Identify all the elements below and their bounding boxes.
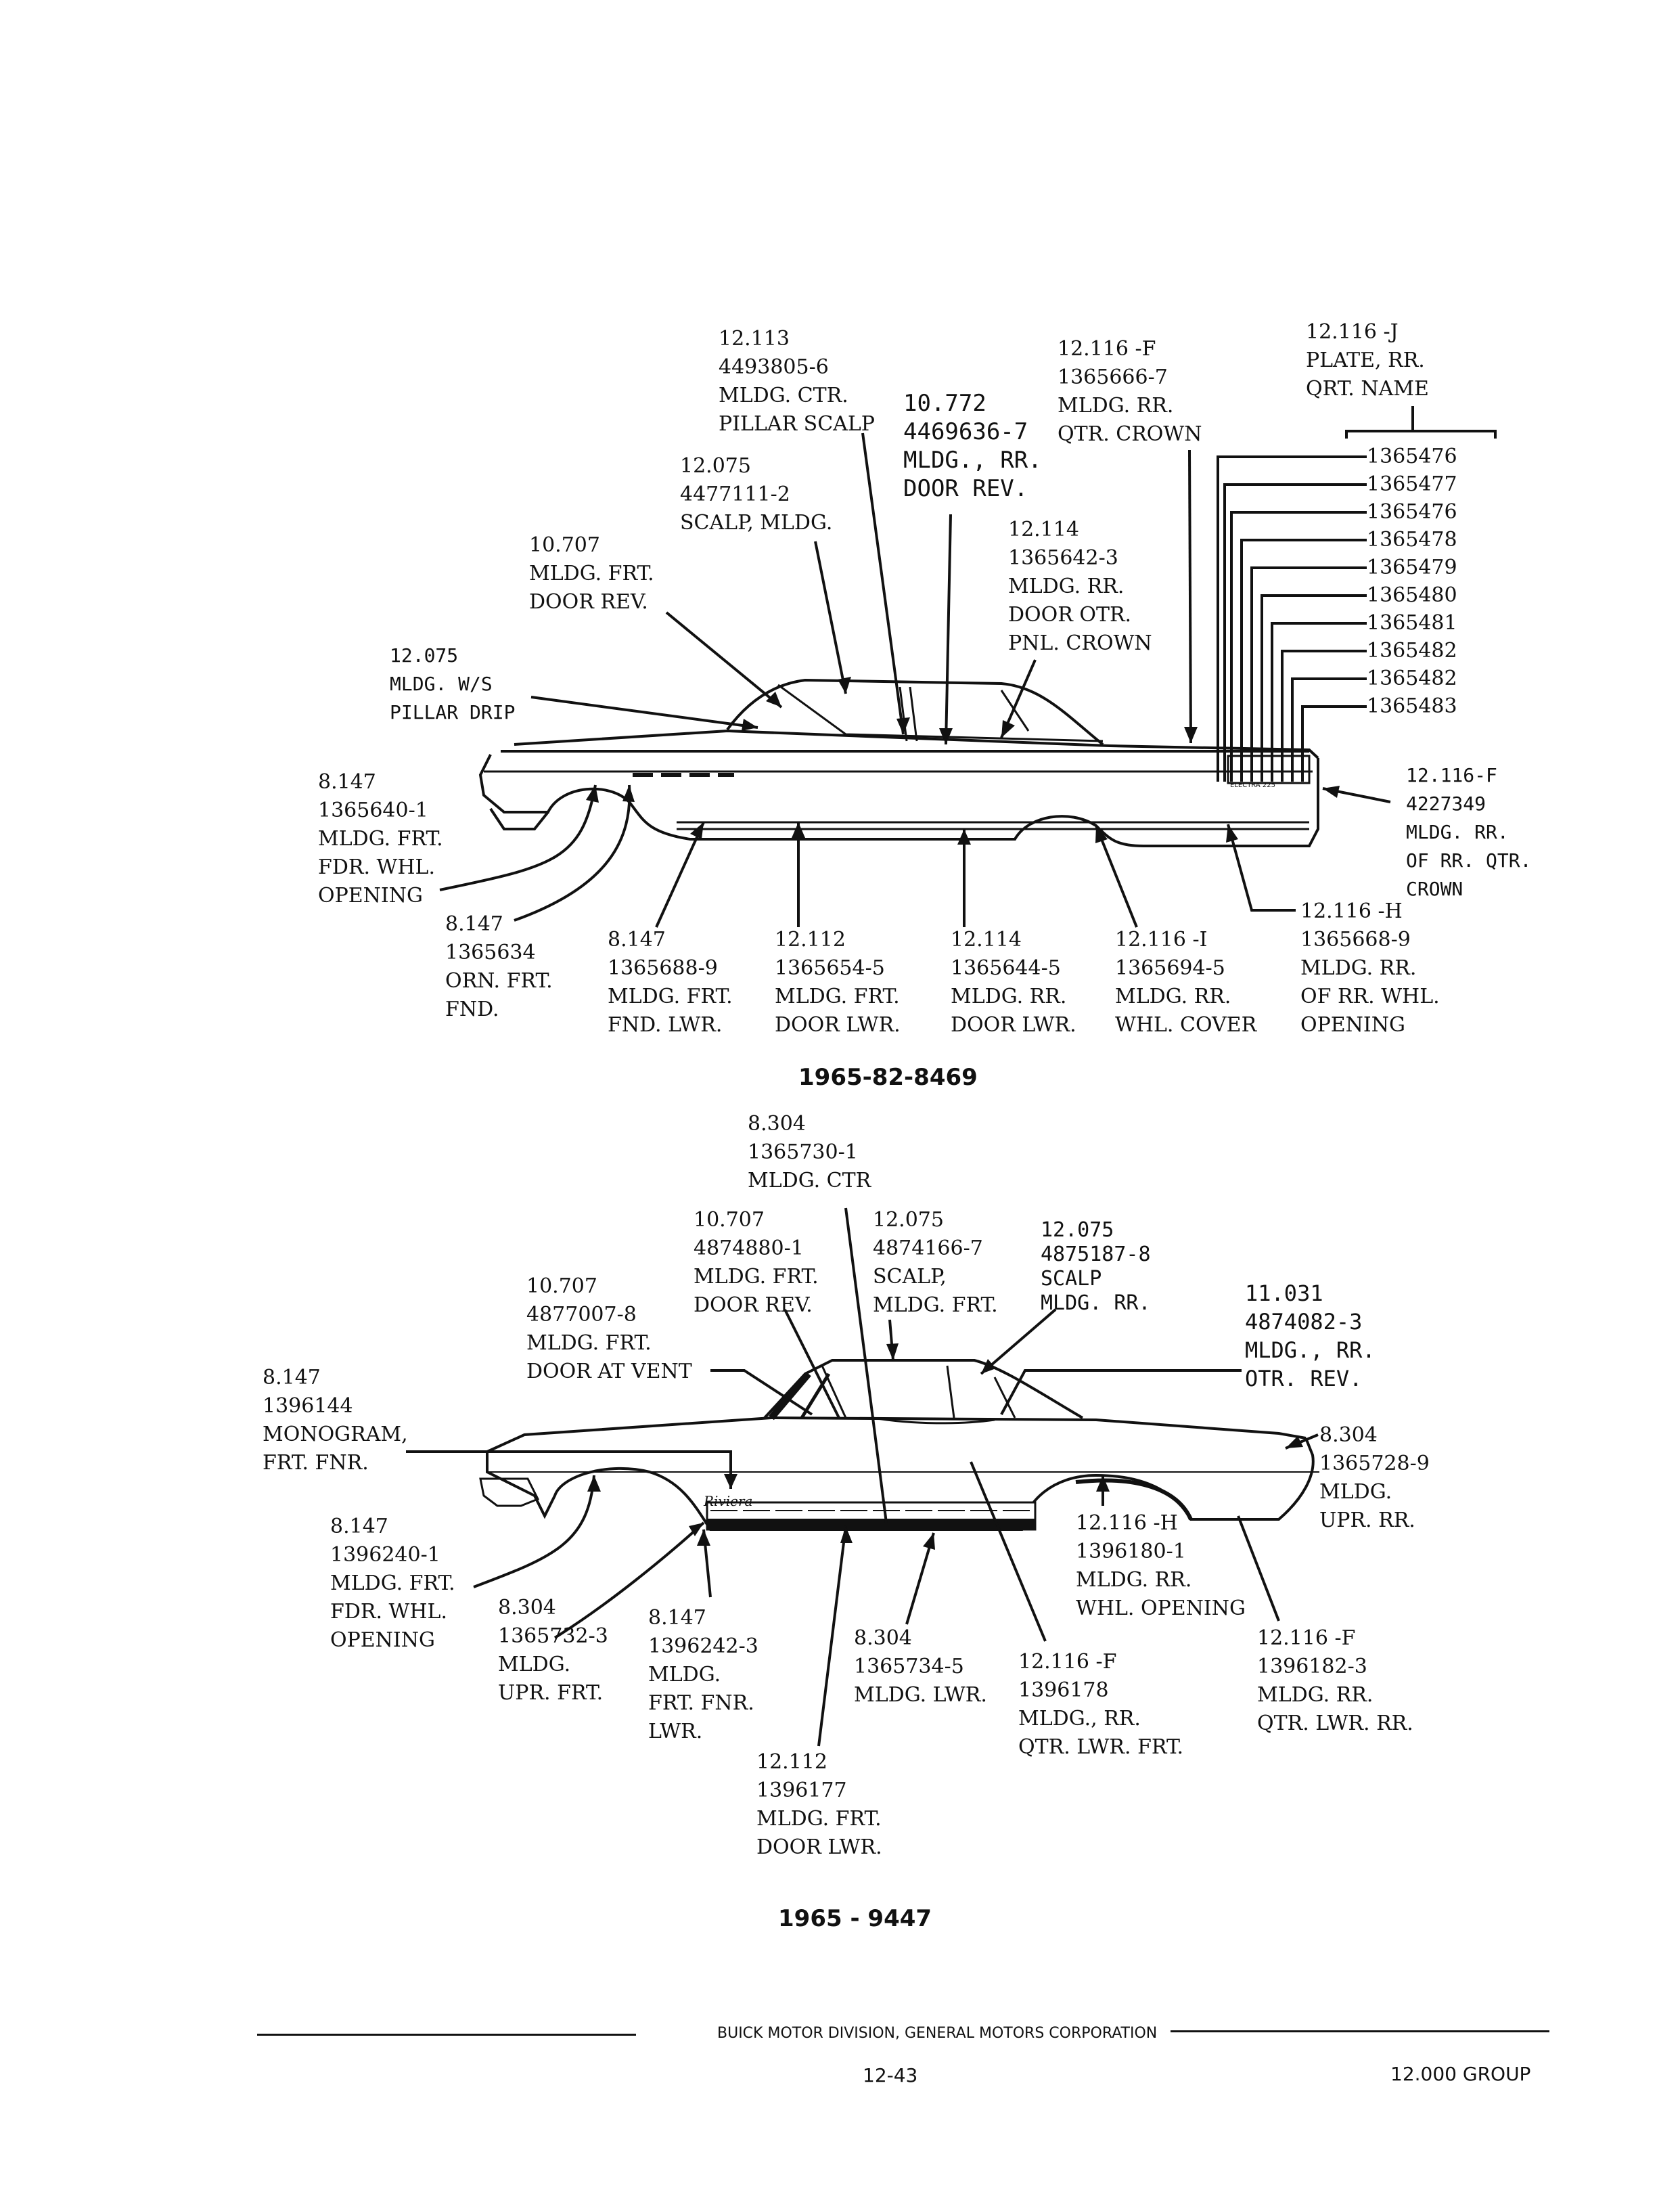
leader-lines-diagram-2 [406,1207,1319,1747]
leader-lines-diagram-1 [439,406,1497,928]
name-plate-part: 1365480 [1367,583,1457,607]
name-plate-part: 1365478 [1367,528,1457,552]
name-plate-part: 1365477 [1367,472,1457,496]
name-plate-parts-list: 1365476 1365477 1365476 1365478 1365479 … [1367,443,1457,720]
diagram-2-caption: 1965 - 9447 [778,1905,932,1932]
name-plate-part: 1365476 [1367,445,1457,468]
arrowheads-diagram-1 [586,677,1340,845]
footer-division: BUICK MOTOR DIVISION, GENERAL MOTORS COR… [717,2025,1158,2042]
car-riviera-body [479,1359,1319,1531]
footer-rule-left [257,2034,636,2036]
diagram-1-caption: 1965-82-8469 [798,1064,978,1091]
electra-emblem: ELECTRA 225 [1230,782,1275,789]
name-plate-part: 1365481 [1367,611,1457,635]
group-label: 12.000 GROUP [1390,2063,1531,2085]
name-plate-part: 1365479 [1367,556,1457,579]
car-electra-body [478,678,1319,847]
arrowheads-diagram-2 [587,1343,1303,1550]
name-plate-part: 1365482 [1367,639,1457,663]
name-plate-part: 1365482 [1367,667,1457,690]
page-number: 12-43 [863,2064,918,2086]
footer-rule-right [1171,2030,1549,2032]
name-plate-part: 1365476 [1367,500,1457,524]
name-plate-part: 1365483 [1367,694,1457,718]
riviera-emblem: Riviera [703,1493,752,1509]
